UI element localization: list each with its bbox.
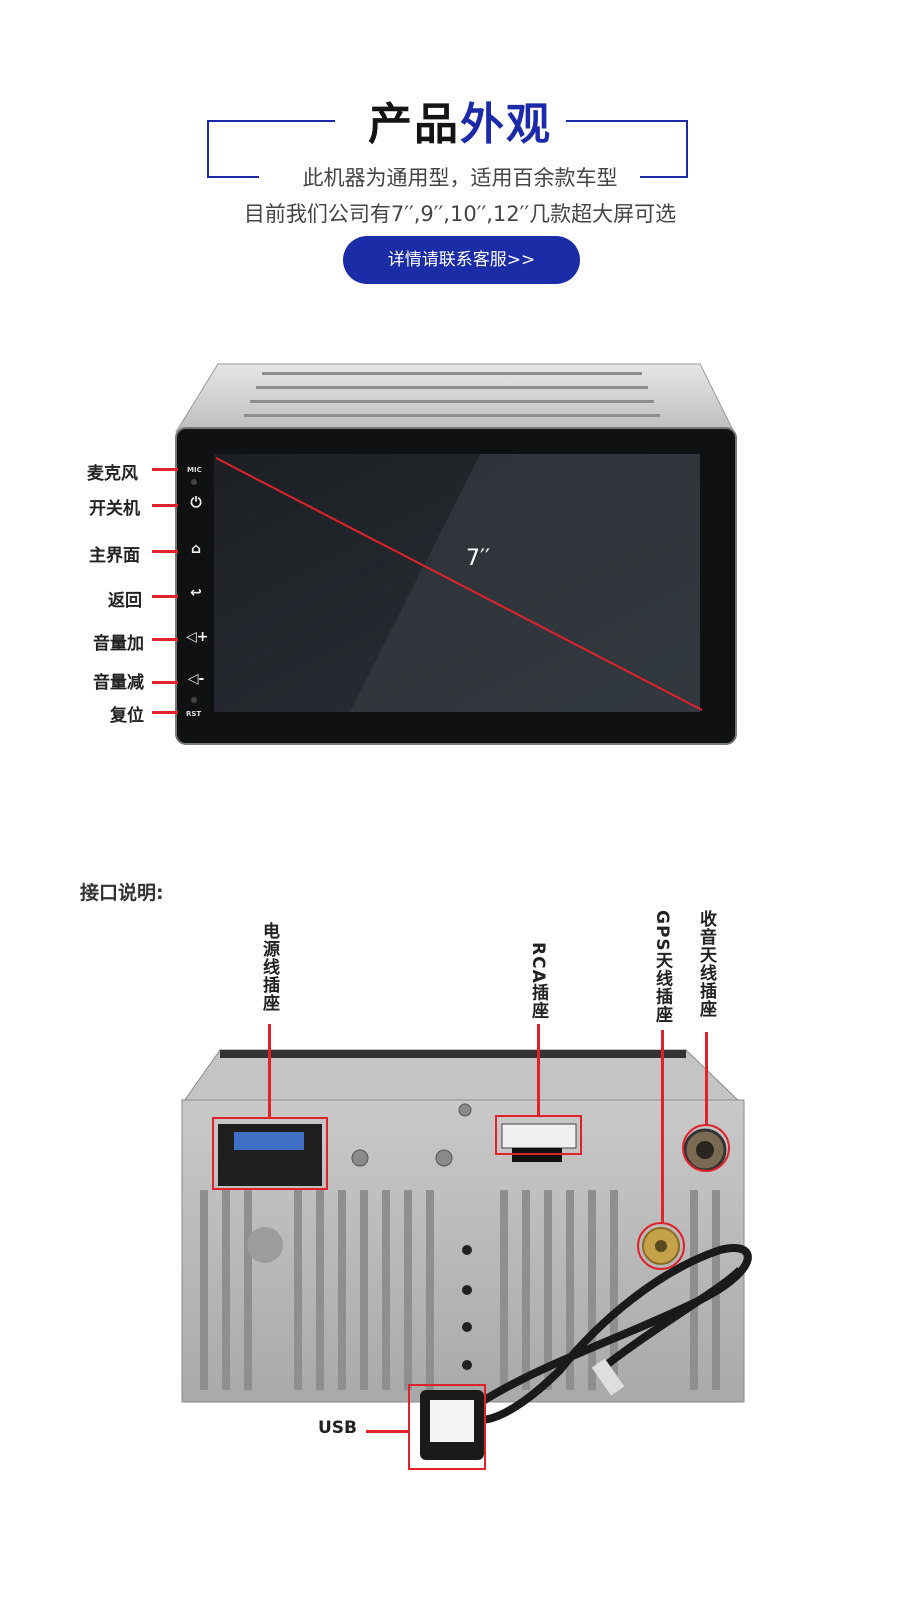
label-volume-up: 音量加 xyxy=(93,634,144,654)
frame-left-bottom xyxy=(207,176,259,178)
label-home: 主界面 xyxy=(89,546,140,566)
page-title: 产品外观 xyxy=(0,88,920,152)
mic-tag: MIC xyxy=(187,466,202,474)
back-icon: ↩ xyxy=(190,585,202,601)
frame-right-top xyxy=(566,120,688,122)
label-mic: 麦克风 xyxy=(87,464,138,484)
contact-service-button[interactable]: 详情请联系客服>> xyxy=(343,236,580,284)
subtitle-compat: 此机器为通用型，适用百余款车型 xyxy=(302,166,618,190)
pointer-radio-socket xyxy=(705,1032,708,1124)
screen-size-label: 7′′ xyxy=(466,546,490,571)
frame-left-vertical xyxy=(207,120,209,178)
frame-right-vertical xyxy=(686,120,688,178)
pointer-mic xyxy=(152,468,178,471)
label-power: 开关机 xyxy=(89,499,140,519)
label-usb: USB xyxy=(318,1418,358,1438)
home-icon: ⌂ xyxy=(190,541,202,557)
label-power-socket: 电源线插座 xyxy=(259,922,279,1012)
label-reset: 复位 xyxy=(110,706,144,726)
label-radio-socket: 收音天线插座 xyxy=(696,910,716,1018)
rst-tag: RST xyxy=(186,710,202,718)
interfaces-heading: 接口说明: xyxy=(80,882,164,904)
pointer-usb xyxy=(366,1430,408,1433)
pointer-reset xyxy=(152,711,178,714)
subtitle-sizes: 目前我们公司有7′′,9′′,10′′,12′′几款超大屏可选 xyxy=(243,202,677,226)
title-part-2: 外观 xyxy=(460,99,552,150)
pointer-power xyxy=(152,504,178,507)
pointer-power-socket xyxy=(268,1024,271,1117)
marker-gps-socket xyxy=(637,1222,685,1270)
marker-power-socket xyxy=(212,1117,328,1190)
pointer-back xyxy=(152,595,178,598)
pointer-gps-socket xyxy=(661,1030,664,1222)
device-rear-image xyxy=(181,1049,752,1460)
pointer-home xyxy=(152,550,178,553)
pointer-volume-up xyxy=(152,638,178,641)
device-front-image xyxy=(175,363,737,745)
marker-radio-socket xyxy=(682,1124,730,1172)
label-volume-down: 音量减 xyxy=(93,673,144,693)
volume-up-icon: ◁+ xyxy=(186,629,209,645)
frame-right-bottom xyxy=(640,176,688,178)
power-icon: ⏻ xyxy=(190,495,202,511)
volume-down-icon: ◁- xyxy=(187,671,205,687)
label-rca-socket: RCA插座 xyxy=(528,942,548,1020)
label-gps-socket: GPS天线插座 xyxy=(652,910,672,1024)
marker-usb xyxy=(408,1384,486,1470)
frame-left-top xyxy=(207,120,335,122)
label-back: 返回 xyxy=(108,591,142,611)
pointer-volume-down xyxy=(152,681,178,684)
marker-rca-socket xyxy=(495,1115,582,1155)
title-part-1: 产品 xyxy=(368,99,460,150)
pointer-rca-socket xyxy=(537,1024,540,1115)
